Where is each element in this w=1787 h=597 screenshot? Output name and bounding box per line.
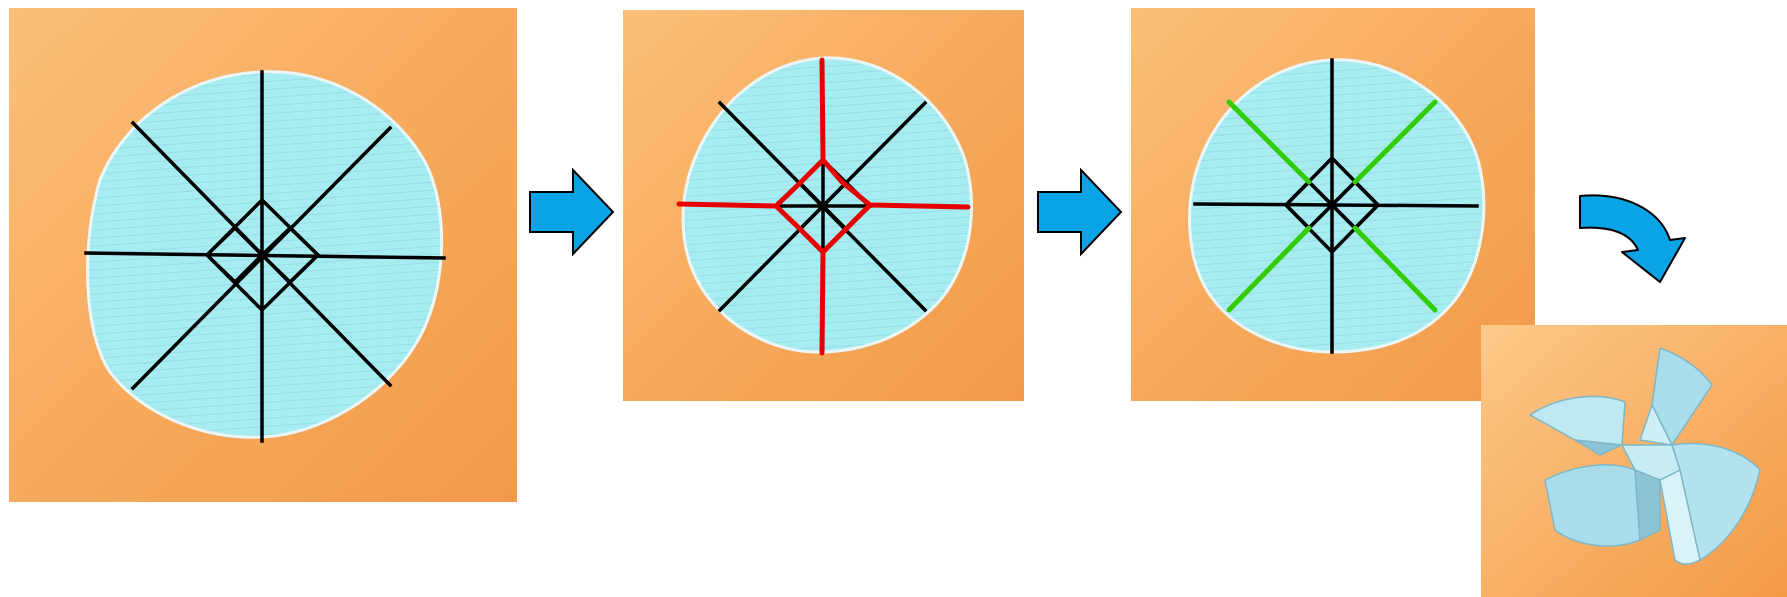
curved-down-arrow-icon xyxy=(1580,195,1685,282)
right-arrow-icon xyxy=(1038,170,1121,254)
step-2-panel xyxy=(623,10,1024,401)
step-4-folded-result-photo xyxy=(1481,325,1787,597)
step-3-panel xyxy=(1131,8,1535,401)
right-arrow-icon xyxy=(530,170,613,254)
step-1-panel xyxy=(9,8,517,502)
